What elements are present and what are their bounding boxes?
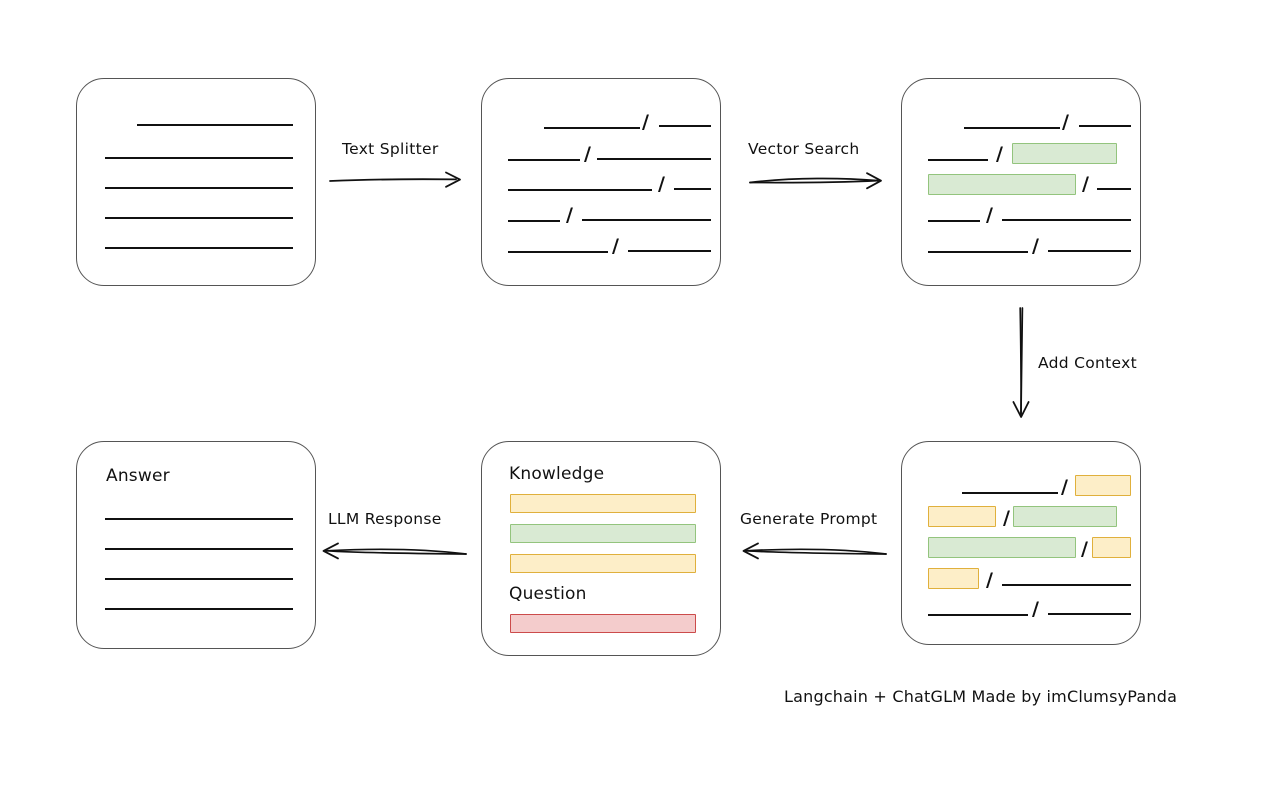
arrow-left-icon: [322, 542, 467, 560]
knowledge-bar[interactable]: [510, 554, 696, 573]
knowledge-bar[interactable]: [510, 494, 696, 513]
document-line: [928, 220, 980, 222]
document-line: [105, 217, 293, 219]
split-separator: /: [1003, 507, 1010, 529]
footer-caption: Langchain + ChatGLM Made by imClumsyPand…: [784, 687, 1178, 706]
edge-label-vector-search: Vector Search: [748, 140, 860, 158]
document-line: [508, 159, 580, 161]
document-line: [928, 251, 1028, 253]
document-line: [1048, 613, 1131, 615]
split-separator: /: [986, 204, 993, 226]
document-line: [508, 251, 608, 253]
document-line: [928, 159, 988, 161]
edge-label-generate-prompt: Generate Prompt: [740, 510, 878, 528]
prompt-card[interactable]: Knowledge Question: [481, 441, 721, 656]
split-separator: /: [584, 143, 591, 165]
split-document-card[interactable]: / / / / /: [481, 78, 721, 286]
edge-text-splitter: Text Splitter: [328, 140, 468, 192]
document-line: [105, 247, 293, 249]
answer-line: [105, 518, 293, 520]
document-line: [1097, 188, 1131, 190]
arrow-down-icon: [1012, 307, 1030, 418]
answer-card[interactable]: Answer: [76, 441, 316, 649]
document-line: [964, 127, 1060, 129]
question-bar[interactable]: [510, 614, 696, 633]
document-line: [962, 492, 1058, 494]
edge-label-add-context: Add Context: [1038, 354, 1137, 372]
document-line: [1048, 250, 1131, 252]
document-line: [105, 157, 293, 159]
added-context-highlight[interactable]: [1092, 537, 1131, 558]
retrieved-chunk-highlight[interactable]: [928, 537, 1076, 558]
answer-line: [105, 578, 293, 580]
added-context-highlight[interactable]: [928, 568, 979, 589]
split-separator: /: [1082, 173, 1089, 195]
split-separator: /: [658, 173, 665, 195]
document-line: [1002, 219, 1131, 221]
document-line: [544, 127, 640, 129]
question-label: Question: [509, 584, 587, 604]
split-separator: /: [566, 204, 573, 226]
split-separator: /: [1061, 476, 1068, 498]
answer-line: [105, 548, 293, 550]
answer-label: Answer: [106, 466, 170, 486]
document-line: [1002, 584, 1131, 586]
added-context-highlight[interactable]: [928, 506, 996, 527]
vector-matched-document-card[interactable]: / / / / /: [901, 78, 1141, 286]
arrow-right-icon: [329, 171, 461, 188]
document-line: [137, 124, 293, 126]
split-separator: /: [996, 143, 1003, 165]
document-line: [508, 189, 652, 191]
split-separator: /: [612, 235, 619, 257]
document-line: [674, 188, 711, 190]
answer-line: [105, 608, 293, 610]
context-document-card[interactable]: / / / / /: [901, 441, 1141, 645]
split-separator: /: [986, 569, 993, 591]
retrieved-chunk-highlight[interactable]: [1012, 143, 1117, 164]
document-line: [105, 187, 293, 189]
edge-llm-response: LLM Response: [320, 510, 468, 562]
split-separator: /: [1081, 538, 1088, 560]
edge-label-llm-response: LLM Response: [328, 510, 442, 528]
split-separator: /: [1032, 235, 1039, 257]
document-line: [628, 250, 711, 252]
source-document-card[interactable]: [76, 78, 316, 286]
document-line: [582, 219, 711, 221]
document-line: [597, 158, 711, 160]
added-context-highlight[interactable]: [1075, 475, 1131, 496]
document-line: [508, 220, 560, 222]
edge-label-text-splitter: Text Splitter: [342, 140, 439, 158]
retrieved-chunk-highlight[interactable]: [928, 174, 1076, 195]
split-separator: /: [1032, 598, 1039, 620]
knowledge-bar[interactable]: [510, 524, 696, 543]
document-line: [1079, 125, 1131, 127]
edge-generate-prompt: Generate Prompt: [740, 510, 888, 562]
document-line: [928, 614, 1028, 616]
knowledge-label: Knowledge: [509, 464, 605, 484]
arrow-right-icon: [749, 172, 882, 190]
retrieved-chunk-highlight[interactable]: [1013, 506, 1117, 527]
edge-vector-search: Vector Search: [748, 140, 888, 192]
split-separator: /: [642, 111, 649, 133]
arrow-left-icon: [742, 542, 887, 560]
edge-add-context: Add Context: [1008, 306, 1168, 424]
document-line: [659, 125, 711, 127]
split-separator: /: [1062, 111, 1069, 133]
